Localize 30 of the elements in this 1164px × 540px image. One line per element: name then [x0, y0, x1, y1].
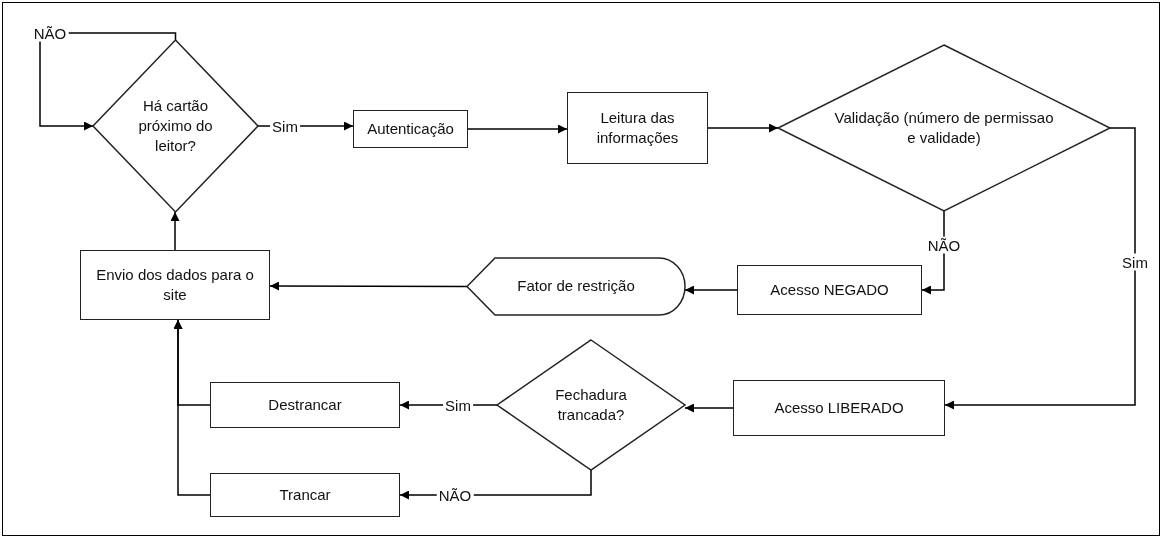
arrow	[684, 285, 738, 295]
process-box	[737, 265, 922, 315]
process-box	[210, 382, 400, 428]
edge-label: NÃO	[436, 486, 474, 504]
node-text: Trancar	[278, 484, 332, 505]
arrow	[269, 281, 468, 291]
node-text: Validação (número de permissao e validade)	[833, 107, 1055, 148]
node-text: Destrancar	[267, 394, 343, 415]
node-text: Fator de restrição	[516, 276, 636, 297]
process-box	[210, 473, 400, 517]
arrow	[170, 211, 180, 251]
arrow	[467, 124, 568, 134]
process-box	[80, 250, 270, 320]
node-text: Acesso NEGADO	[769, 279, 890, 300]
process-box	[353, 110, 468, 148]
process-box	[567, 92, 708, 164]
node-text: Leitura das informações	[595, 107, 680, 148]
edge-label: NÃO	[31, 24, 69, 42]
arrow	[684, 403, 734, 413]
node-text: Acesso LIBERADO	[773, 397, 905, 418]
edge-label: NÃO	[925, 236, 963, 254]
node-text: Autenticação	[366, 118, 455, 139]
node-text: Fechadura trancada?	[554, 384, 628, 425]
node-text: Envio dos dados para o site	[95, 264, 255, 305]
edge-label: Sim	[1120, 253, 1150, 271]
arrow	[173, 319, 211, 496]
node-text: Há cartão próximo do leitor?	[137, 95, 214, 157]
arrow	[707, 123, 779, 133]
process-box	[733, 380, 945, 436]
arrow	[944, 127, 1136, 410]
